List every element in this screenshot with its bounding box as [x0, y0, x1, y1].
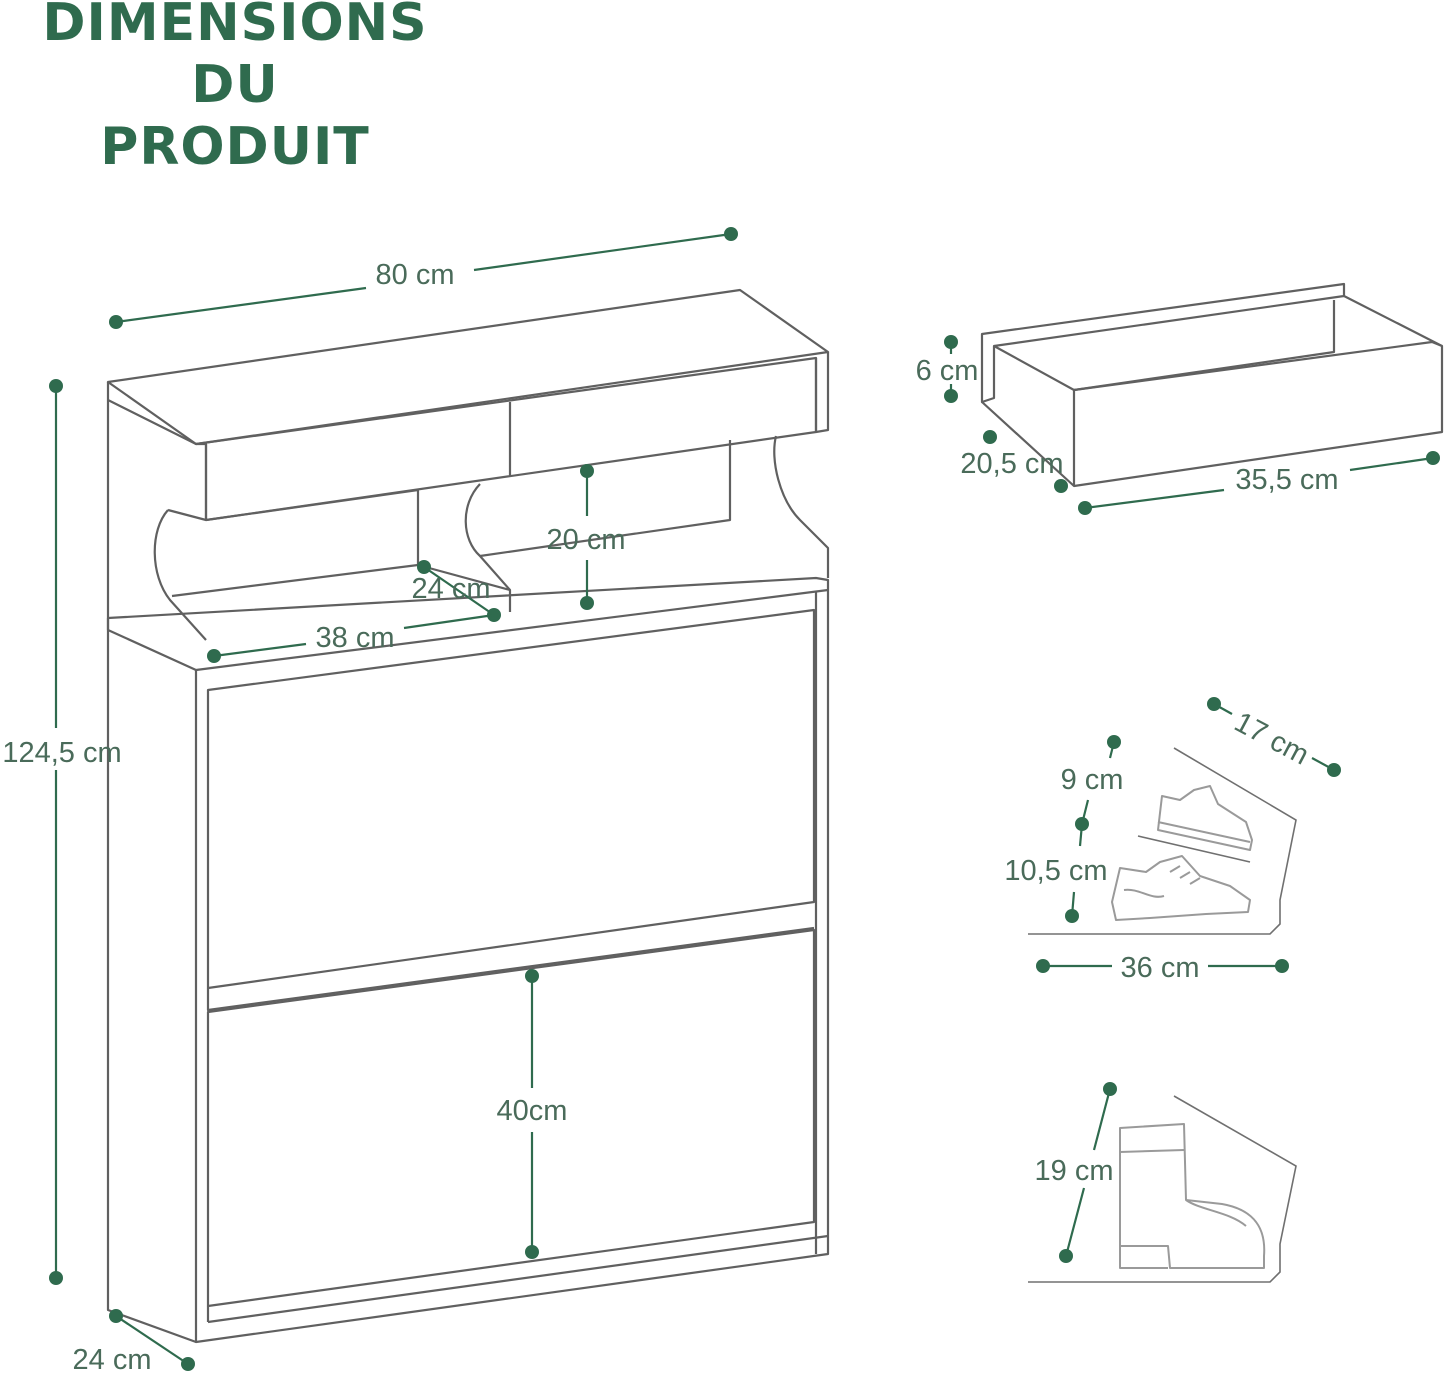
- dimension-dot: [944, 389, 958, 403]
- label-lower-gap: 10,5 cm: [1004, 855, 1107, 887]
- label-drawer-height: 6 cm: [916, 355, 979, 387]
- left-shelf-curve: [153, 509, 207, 641]
- cabinet-side-panel: [106, 400, 197, 1344]
- dimension-shelf-depth: 24 cm: [412, 560, 501, 622]
- label-flap-height: 40cm: [497, 1095, 568, 1127]
- dimension-boot-height: 19 cm: [1035, 1082, 1117, 1263]
- dimension-dot: [1059, 1249, 1073, 1263]
- boot-icon: [1119, 1123, 1266, 1269]
- dimension-drawer-depth: 20,5 cm: [960, 430, 1068, 493]
- dimension-dot: [1065, 909, 1079, 923]
- cabinet-body: [194, 590, 830, 1344]
- dimension-dot: [944, 335, 958, 349]
- sneaker-icon: [1157, 785, 1253, 851]
- label-cabinet-depth: 24 cm: [73, 1344, 152, 1376]
- dimension-shelf-height: 20 cm: [547, 464, 626, 610]
- page-title: DIMENSIONS DU PRODUIT: [30, 0, 440, 178]
- label-shelf-depth: 24 cm: [412, 573, 491, 605]
- label-compartment-width: 36 cm: [1121, 952, 1200, 984]
- label-drawer-width: 35,5 cm: [1235, 464, 1338, 496]
- dimension-dot: [1054, 479, 1068, 493]
- dimension-dot: [181, 1357, 195, 1371]
- dimension-dot: [207, 649, 221, 663]
- dimension-dot: [1327, 763, 1341, 777]
- dimension-dot: [983, 430, 997, 444]
- drawer-fronts: [194, 356, 818, 522]
- right-shelf-curve: [773, 435, 830, 578]
- dimension-dot: [1275, 959, 1289, 973]
- dimension-dot: [1036, 959, 1050, 973]
- title-line-1: DIMENSIONS DU: [42, 0, 428, 115]
- label-boot-height: 19 cm: [1035, 1155, 1114, 1187]
- dimension-lower-gap: 10,5 cm: [1004, 823, 1108, 923]
- dimension-cabinet-height: 124,5 cm: [2, 379, 122, 1285]
- dimension-upper-gap: 9 cm: [1061, 735, 1124, 831]
- drawer-drawing: [980, 282, 1444, 488]
- dimension-compartment-depth: 17 cm: [1207, 697, 1341, 777]
- dimension-cabinet-width: 80 cm: [109, 227, 738, 329]
- dimension-dot: [580, 596, 594, 610]
- shoe-compartment-drawing: [1028, 747, 1297, 935]
- dimension-dot: [1207, 697, 1221, 711]
- dimension-dot: [525, 1245, 539, 1259]
- label-cabinet-width: 80 cm: [376, 259, 455, 291]
- cabinet-drawing: [106, 288, 830, 1344]
- dimension-dot: [1426, 451, 1440, 465]
- dimension-compartment-width: 36 cm: [1036, 952, 1289, 984]
- dimension-cabinet-depth: 24 cm: [73, 1309, 195, 1376]
- dimension-shelf-width: 38 cm: [207, 613, 495, 663]
- running-shoe-icon: [1111, 855, 1251, 921]
- dimension-flap-height: 40cm: [497, 969, 568, 1259]
- boot-compartment-drawing: [1028, 1095, 1297, 1283]
- dimension-dot: [417, 560, 431, 574]
- lower-flap-door: [206, 928, 816, 1308]
- label-cabinet-height: 124,5 cm: [2, 737, 121, 769]
- cabinet-top-slab: [106, 288, 830, 446]
- dimension-dot: [724, 227, 738, 241]
- dimension-dot: [1103, 1082, 1117, 1096]
- label-compartment-depth: 17 cm: [1229, 706, 1314, 771]
- dimension-dot: [1078, 501, 1092, 515]
- dimension-dot: [49, 379, 63, 393]
- label-shelf-height: 20 cm: [547, 524, 626, 556]
- dimension-dot: [580, 464, 594, 478]
- dimension-dot: [109, 315, 123, 329]
- dimension-dot: [49, 1271, 63, 1285]
- title-line-2: PRODUIT: [100, 117, 370, 177]
- dimension-drawer-width: 35,5 cm: [1078, 451, 1440, 515]
- dimension-dot: [525, 969, 539, 983]
- label-shelf-width: 38 cm: [316, 622, 395, 654]
- dimension-dot: [109, 1309, 123, 1323]
- middle-shelf-curve: [464, 483, 512, 612]
- dimension-drawer-height: 6 cm: [916, 335, 979, 403]
- label-upper-gap: 9 cm: [1061, 764, 1124, 796]
- upper-flap-door: [206, 608, 816, 990]
- dimension-dot: [1107, 735, 1121, 749]
- label-drawer-depth: 20,5 cm: [960, 448, 1063, 480]
